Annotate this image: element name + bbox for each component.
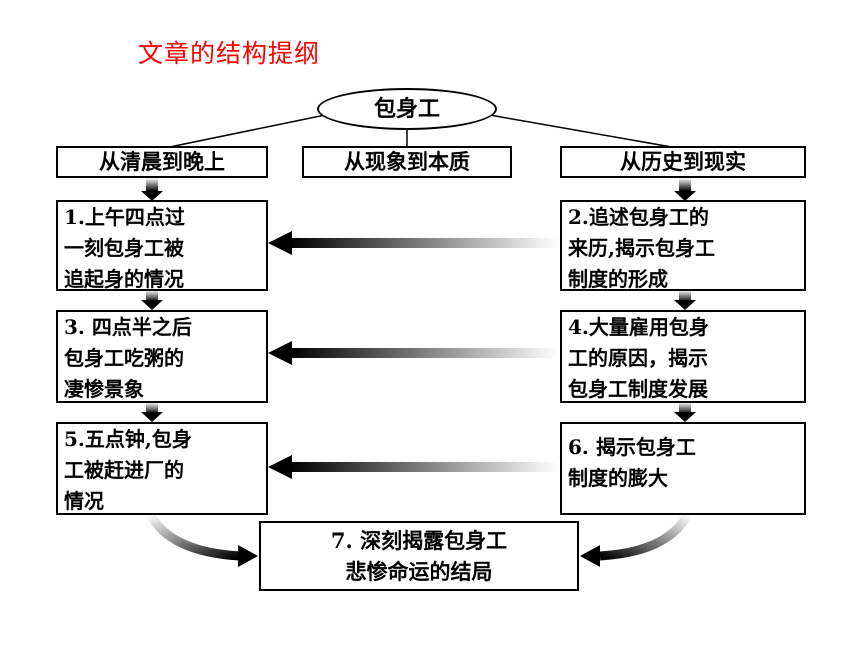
header-middle: 从现象到本质 — [302, 146, 512, 178]
left-down-arrow-1 — [141, 178, 163, 201]
horizontal-arrow-1 — [268, 231, 558, 255]
horizontal-arrow-2 — [268, 341, 558, 365]
right-box-1: 2.追述包身工的 来历,揭示包身工 制度的形成 — [560, 200, 806, 291]
right-box-2: 4.大量雇用包身 工的原因，揭示 包身工制度发展 — [560, 310, 806, 403]
right-down-arrow-1 — [674, 178, 696, 201]
header-left: 从清晨到晚上 — [56, 146, 268, 178]
bottom-box: 7. 深刻揭露包身工 悲惨命运的结局 — [259, 521, 579, 591]
left-down-arrow-2 — [141, 290, 163, 310]
right-down-arrow-2 — [674, 290, 696, 310]
center-oval: 包身工 — [317, 88, 497, 130]
right-down-arrow-3 — [674, 402, 696, 422]
curved-arrow-left — [146, 511, 258, 567]
left-down-arrow-3 — [141, 402, 163, 422]
left-box-2: 3. 四点半之后 包身工吃粥的 凄惨景象 — [56, 310, 268, 403]
horizontal-arrow-3 — [268, 455, 558, 479]
right-box-3: 6. 揭示包身工 制度的膨大 — [560, 422, 806, 515]
oval-to-right-line — [483, 113, 684, 150]
page-title: 文章的结构提纲 — [138, 39, 321, 68]
left-box-1: 1.上午四点过 一刻包身工被 追起身的情况 — [56, 200, 268, 291]
header-right: 从历史到现实 — [560, 146, 806, 178]
oval-to-left-line — [159, 113, 331, 150]
curved-arrow-right — [580, 511, 692, 567]
left-box-3: 5.五点钟,包身 工被赶进厂的 情况 — [56, 422, 268, 515]
